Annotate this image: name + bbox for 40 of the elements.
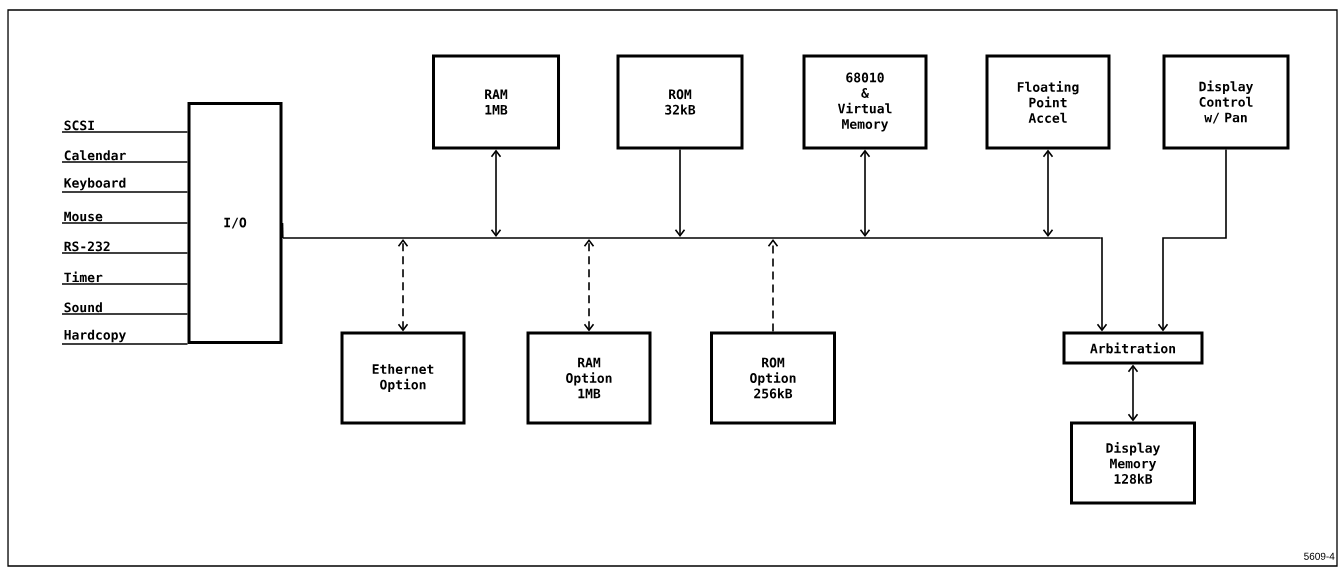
signal-line [61,313,189,315]
arrow [1127,364,1139,422]
arrow [397,239,409,332]
bus-line [283,237,1100,239]
signal-line [61,131,189,133]
block-box: ROM Option 256kB [710,331,836,425]
arrow [767,239,779,333]
arrow [490,149,502,237]
signal-label: Mouse [64,211,103,222]
signal-line [61,283,189,285]
arrow [1096,237,1108,332]
block-box: ROM 32kB [616,54,744,150]
arrow [674,148,686,237]
block-box: I/O [187,102,283,344]
block-box: RAM Option 1MB [526,331,652,425]
block-box: Ethernet Option [340,331,466,425]
block-box: Floating Point Accel [985,54,1111,150]
signal-label: Keyboard [64,177,126,191]
block-box: Display Control w/ Pan [1162,54,1290,150]
bus-line [281,222,284,239]
block-box: Display Memory 128kB [1070,421,1196,505]
figure-number: 5609-4 [1304,552,1335,560]
signal-label: Calendar [64,150,126,161]
block-box: RAM 1MB [432,54,560,150]
signal-label: Timer [64,271,103,283]
signal-line [61,161,189,163]
arrow [859,149,871,237]
arrow [1042,149,1054,237]
signal-line [61,252,189,254]
signal-label: SCSI [64,120,94,131]
signal-line [61,222,189,224]
signal-label: Hardcopy [64,329,126,343]
block-box: 68010 & Virtual Memory [802,54,928,150]
signal-line [61,343,189,345]
signal-label: Sound [64,302,102,313]
arrow [1157,148,1227,332]
block-box: Arbitration [1062,331,1204,365]
arrow [583,239,595,332]
signal-line [61,191,189,193]
signal-label: RS-232 [64,241,110,252]
